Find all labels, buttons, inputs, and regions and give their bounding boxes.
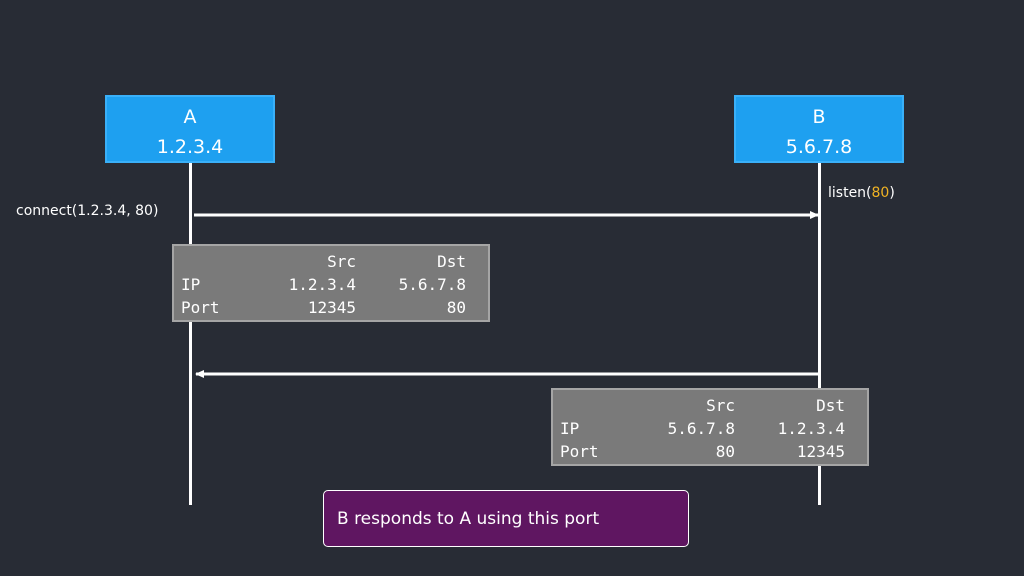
packet-header-row: Src Dst — [560, 394, 845, 417]
dst-ip: 5.6.7.8 — [398, 275, 466, 294]
listen-call-label: listen(80) — [828, 185, 895, 201]
dst-ip: 1.2.3.4 — [777, 419, 845, 438]
host-a-lifeline — [189, 163, 192, 505]
listen-port-highlight: 80 — [871, 185, 890, 201]
response-packet-table: Src Dst IP 5.6.7.8 1.2.3.4 Port 80 12345 — [551, 388, 869, 466]
header-src: Src — [706, 396, 735, 415]
packet-port-row: Port 12345 80 — [181, 296, 466, 319]
host-b-box: B 5.6.7.8 — [734, 95, 904, 163]
row-label-port: Port — [181, 298, 220, 317]
src-ip: 1.2.3.4 — [288, 275, 356, 294]
host-b-ip: 5.6.7.8 — [785, 136, 853, 158]
header-blank — [181, 250, 261, 273]
dst-port: 80 — [446, 298, 466, 317]
host-b-name: B — [812, 106, 826, 128]
host-a-box: A 1.2.3.4 — [105, 95, 275, 163]
row-label-port: Port — [560, 442, 599, 461]
dst-port: 12345 — [796, 442, 845, 461]
listen-suffix: ) — [889, 185, 895, 201]
packet-header-row: Src Dst — [181, 250, 466, 273]
packet-ip-row: IP 1.2.3.4 5.6.7.8 — [181, 273, 466, 296]
packet-port-row: Port 80 12345 — [560, 440, 845, 463]
src-port: 12345 — [307, 298, 356, 317]
connect-call-label: connect(1.2.3.4, 80) — [16, 203, 159, 219]
callout-box: B responds to A using this port — [323, 490, 689, 547]
host-a-ip: 1.2.3.4 — [156, 136, 224, 158]
listen-prefix: listen( — [828, 185, 872, 201]
src-ip: 5.6.7.8 — [667, 419, 735, 438]
row-label-ip: IP — [560, 419, 580, 438]
request-packet-table: Src Dst IP 1.2.3.4 5.6.7.8 Port 12345 80 — [172, 244, 490, 322]
packet-ip-row: IP 5.6.7.8 1.2.3.4 — [560, 417, 845, 440]
header-src: Src — [327, 252, 356, 271]
host-a-name: A — [183, 106, 197, 128]
host-b-lifeline — [818, 163, 821, 505]
header-blank — [560, 394, 640, 417]
header-dst: Dst — [437, 252, 466, 271]
row-label-ip: IP — [181, 275, 201, 294]
header-dst: Dst — [816, 396, 845, 415]
src-port: 80 — [715, 442, 735, 461]
